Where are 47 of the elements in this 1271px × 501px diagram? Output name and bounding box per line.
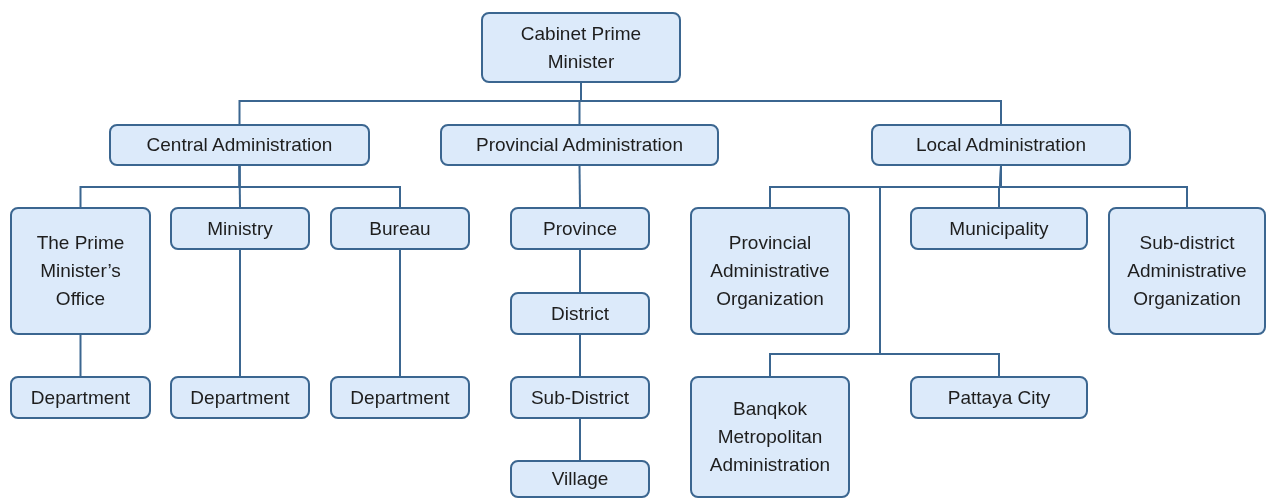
box-label: Province (543, 216, 617, 241)
org-box (170, 207, 310, 250)
box-label: Sub-District (530, 385, 630, 410)
org-box (510, 460, 650, 498)
box-label: The Prime Minister’s Office (35, 231, 126, 311)
box-label: Ministry (207, 216, 273, 241)
box-label: Provincial Administrative Organization (709, 231, 831, 311)
connector-line (879, 165, 1002, 377)
box-label: Village (551, 467, 609, 491)
connector-line (399, 249, 401, 377)
connector-line (579, 418, 581, 461)
box-label: Cabinet Prime Minister (519, 21, 643, 74)
org-box (910, 207, 1088, 250)
connector-line (578, 165, 581, 208)
connector-line (239, 249, 241, 377)
box-label: Local Administration (915, 133, 1086, 157)
org-box (910, 376, 1088, 419)
box-label: Department (350, 385, 450, 410)
box-label: Municipality (949, 216, 1049, 241)
box-label: District (550, 301, 610, 326)
org-box (510, 207, 650, 250)
box-label: Provincial Administration (476, 133, 683, 157)
org-box (170, 376, 310, 419)
box-label: Bureau (369, 216, 431, 241)
org-box (1108, 207, 1266, 335)
org-box (330, 207, 470, 250)
box-label: Department (30, 385, 131, 410)
box-label: Pattaya City (947, 385, 1051, 410)
connector-line (579, 334, 581, 377)
org-box (690, 207, 850, 335)
org-box (109, 124, 370, 166)
connector-line (238, 165, 401, 208)
box-label: Sub-district Administrative Organization (1126, 231, 1248, 311)
org-box (10, 376, 151, 419)
org-box (871, 124, 1131, 166)
org-box (330, 376, 470, 419)
org-box (510, 292, 650, 335)
org-box (481, 12, 681, 83)
box-label: Central Administration (146, 133, 333, 157)
connector-line (579, 249, 581, 293)
org-box (440, 124, 719, 166)
box-label: Department (190, 385, 290, 410)
org-box (690, 376, 850, 498)
org-box (510, 376, 650, 419)
connector-line (79, 334, 82, 377)
box-label: Banqkok Metropolitan Administration (708, 397, 832, 477)
org-box (10, 207, 151, 335)
